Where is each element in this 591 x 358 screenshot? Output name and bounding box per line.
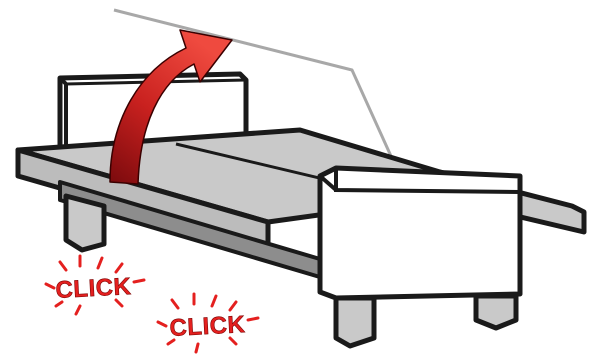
click-label-1: CLICK — [55, 273, 132, 304]
click-label-2: CLICK — [169, 311, 246, 342]
right-rear-leg — [476, 296, 516, 328]
right-front-leg — [336, 298, 374, 346]
front-right-panel — [320, 168, 520, 298]
left-front-leg — [66, 196, 104, 250]
